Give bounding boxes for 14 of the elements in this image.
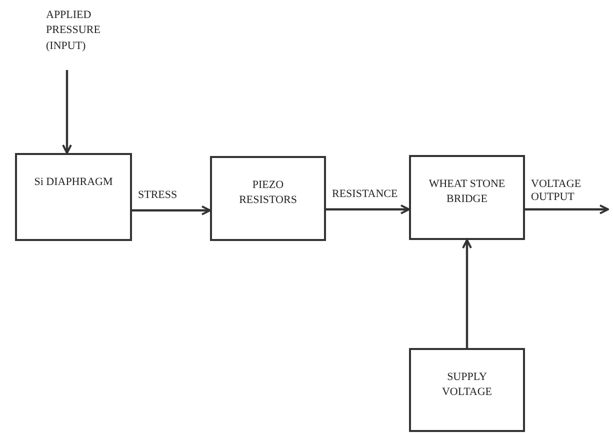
arrow xyxy=(132,205,211,216)
arrow xyxy=(525,204,609,214)
arrow xyxy=(326,204,410,214)
box-label: WHEAT STONE BRIDGE xyxy=(428,177,506,208)
process-box xyxy=(15,153,132,241)
arrow xyxy=(462,239,472,348)
process-box xyxy=(409,155,525,240)
box-label: SUPPLY VOLTAGE xyxy=(440,370,494,400)
box-label: Si DIAPHRAGM xyxy=(34,175,114,190)
box-label: PIEZO RESISTORS xyxy=(238,178,298,208)
process-box xyxy=(409,348,525,432)
process-box xyxy=(210,156,326,241)
input-label: APPLIED PRESSURE (INPUT) xyxy=(46,8,102,54)
arrow xyxy=(62,70,72,154)
